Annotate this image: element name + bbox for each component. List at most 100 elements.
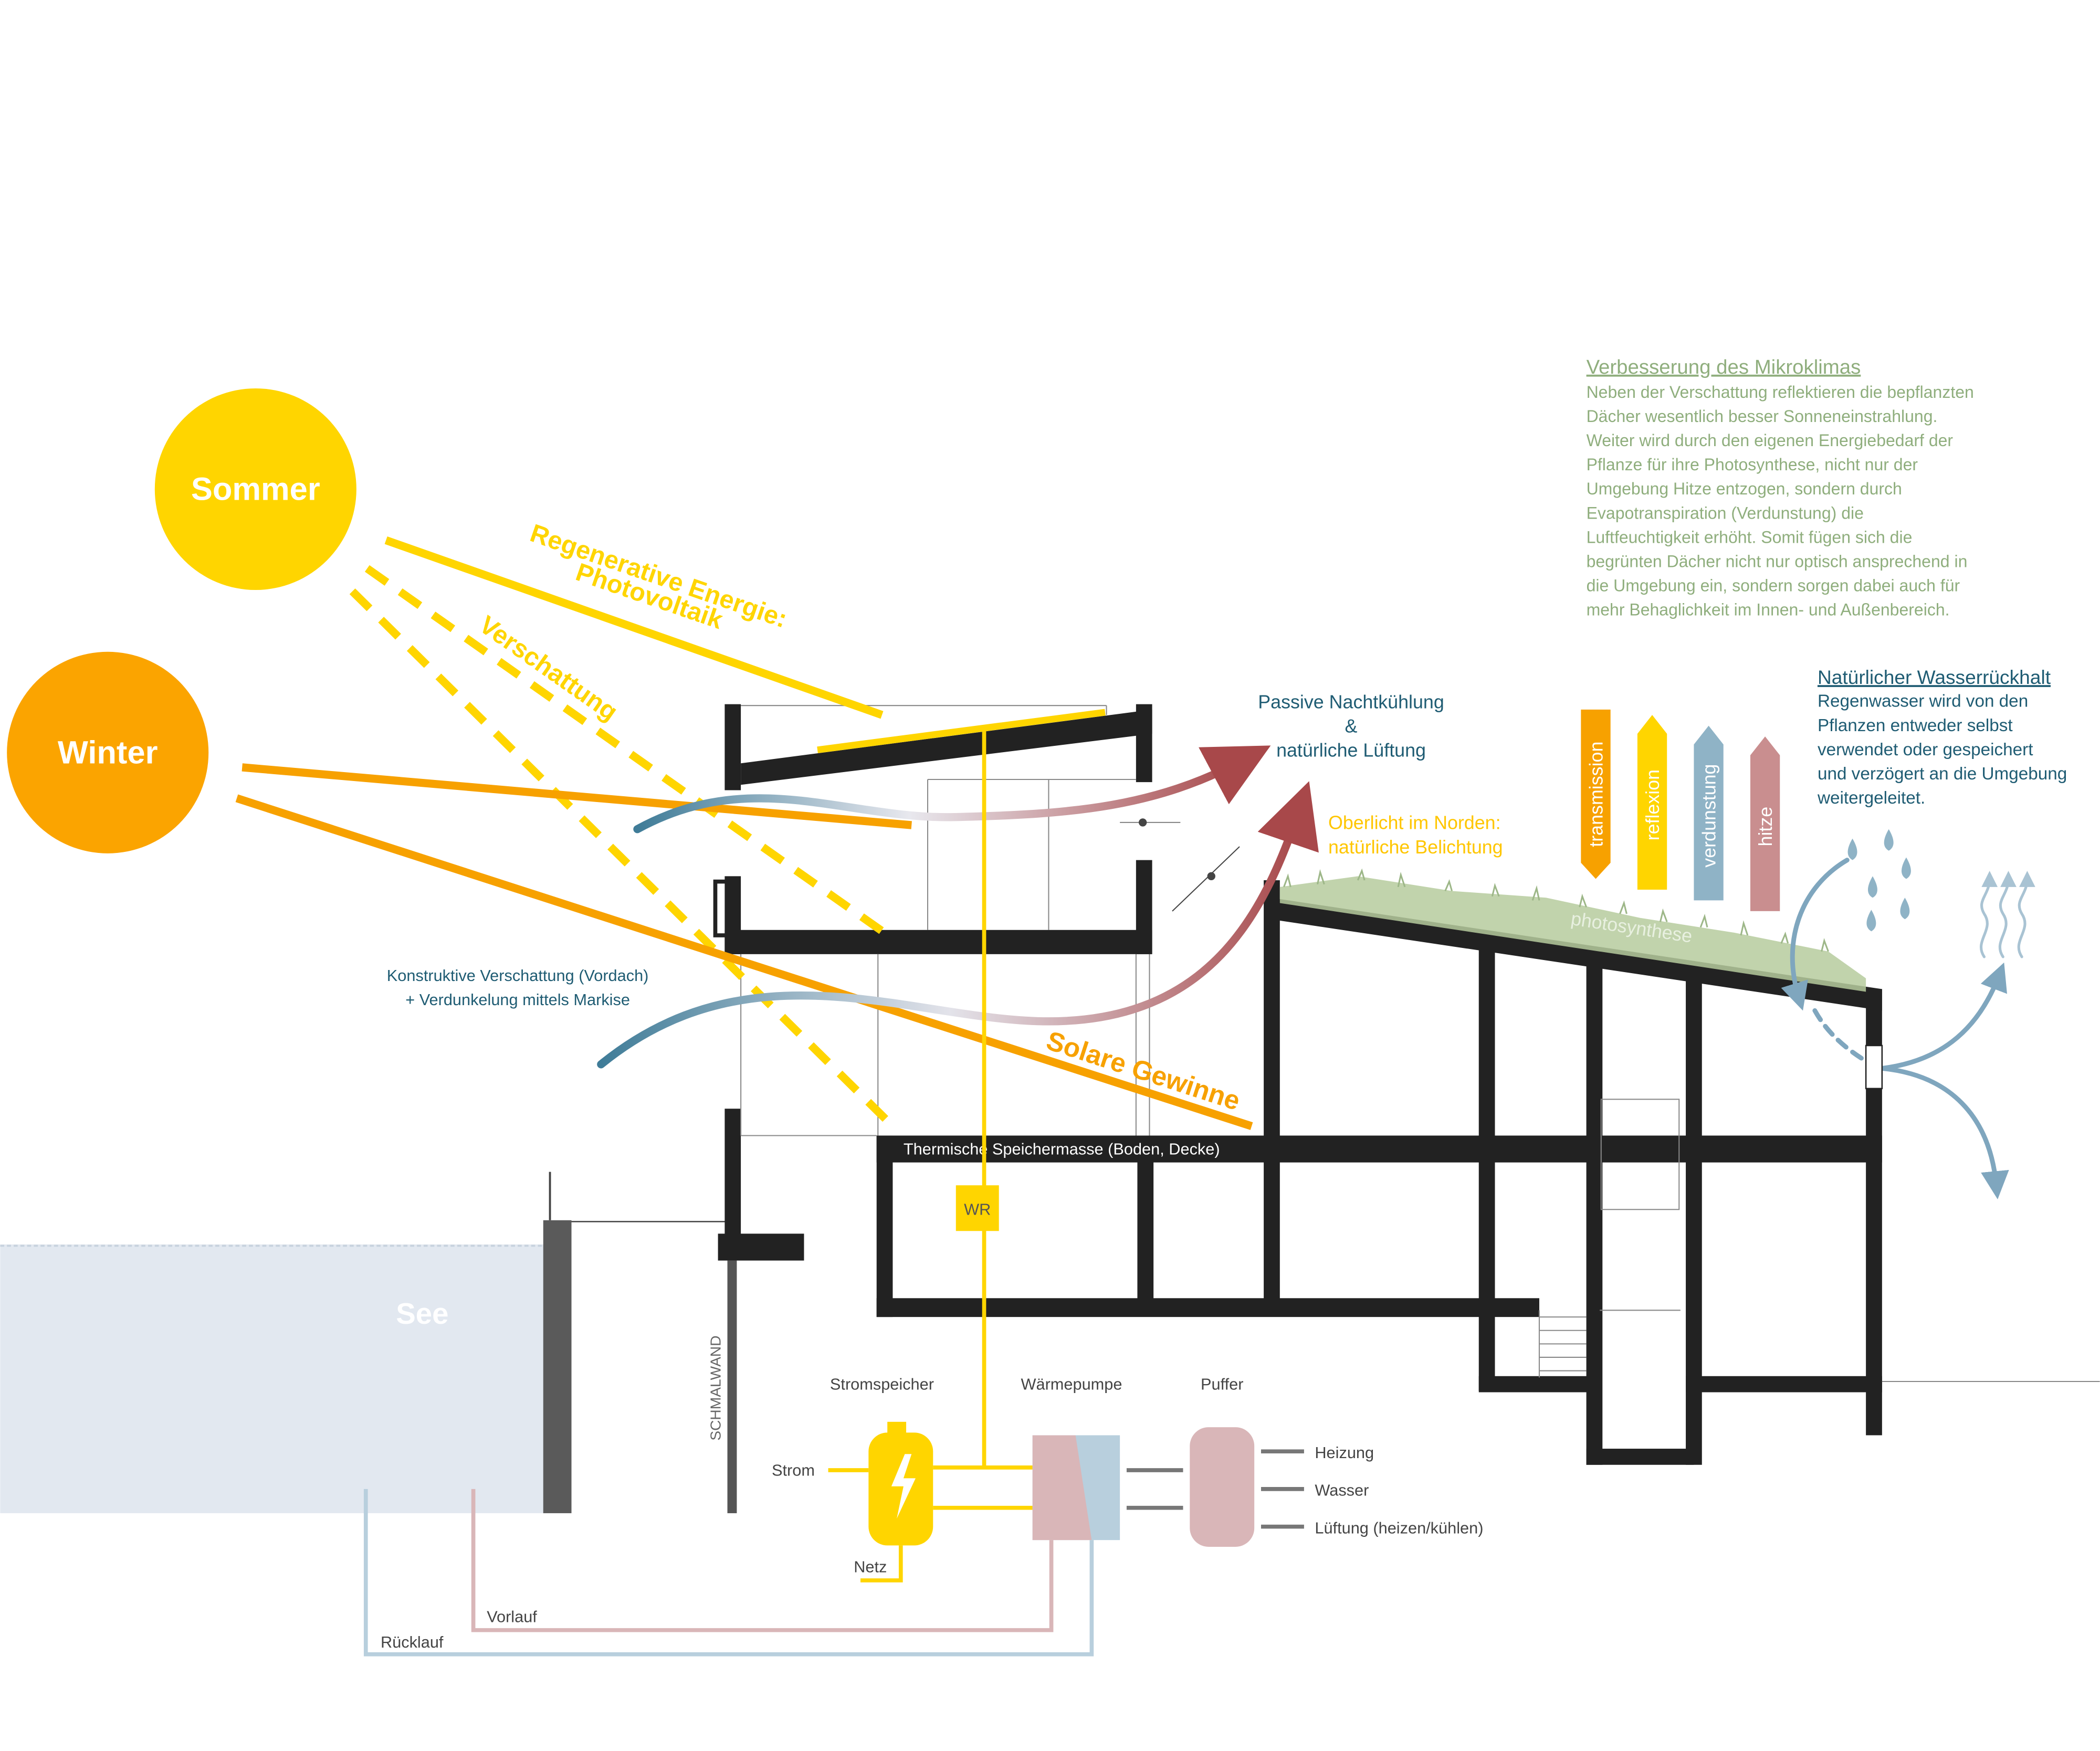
night-cooling-label: Passive Nachtkühlung & natürliche Lüftun…	[1258, 691, 1444, 761]
solar-gain-ray	[235, 794, 1253, 1130]
microclimate-line: die Umgebung ein, sondern sorgen dabei a…	[1587, 576, 1960, 595]
sun-summer-label: Sommer	[191, 471, 320, 507]
microclimate-line: mehr Behaglichkeit im Innen- und Außenbe…	[1587, 600, 1950, 619]
night-cooling-flow-lower	[597, 781, 1319, 1069]
grid-label: Netz	[854, 1558, 887, 1576]
shading-label: Verschattung	[474, 610, 623, 726]
shading-ray-2	[349, 588, 893, 1126]
lake-label: See	[396, 1297, 448, 1330]
wall-left-upper	[724, 704, 741, 790]
microclimate-text: Verbesserung des Mikroklimas Neben der V…	[1587, 356, 1974, 619]
right-bldg-pillar-2	[1686, 974, 1702, 1143]
quay-wall	[543, 1220, 572, 1513]
roof-arrow-label: reflexion	[1642, 769, 1663, 840]
inverter-label: WR	[964, 1200, 991, 1219]
back-right-floor	[1686, 1376, 1882, 1393]
svg-text:natürliche Belichtung: natürliche Belichtung	[1328, 837, 1503, 858]
roof-arrow-hitze	[1750, 736, 1780, 911]
water-retention-line: weitergeleitet.	[1817, 788, 1925, 808]
sun-summer	[154, 388, 356, 590]
shaft-left-wall	[1586, 954, 1603, 1465]
wall-left-lower	[724, 1109, 741, 1243]
basement-left-wall	[876, 1135, 893, 1317]
foundation-step	[718, 1233, 804, 1261]
return-label: Rücklauf	[381, 1633, 444, 1651]
basement-pillar-1	[1137, 1155, 1154, 1311]
roof-arrow-label: transmission	[1586, 742, 1606, 847]
water-retention-line: Regenwasser wird von den	[1818, 692, 2028, 711]
sheet-pile-label: SCHMALWAND	[708, 1335, 724, 1440]
output-ventilation-label: Lüftung (heizen/kühlen)	[1315, 1518, 1483, 1537]
sun-winter-label: Winter	[58, 734, 158, 771]
energy-system: WR Stromspeicher Strom Netz Wärmepumpe P…	[363, 725, 1483, 1657]
green-roof-vegetation	[1279, 876, 1866, 992]
return-pipe	[363, 1489, 1094, 1657]
summer-rays	[349, 536, 1106, 1126]
skylight-label: Oberlicht im Norden: natürliche Belichtu…	[1328, 813, 1503, 858]
supply-pipe	[471, 1489, 1054, 1632]
svg-text:Oberlicht im Norden:: Oberlicht im Norden:	[1328, 813, 1501, 834]
microclimate-line: Evapotranspiration (Verdunstung) die	[1587, 503, 1864, 522]
power-label: Strom	[772, 1461, 815, 1479]
lower-storey-wall-a	[1478, 1155, 1495, 1391]
pv-ray	[384, 536, 884, 719]
right-bldg-back-wall-upper	[1866, 989, 1882, 1046]
pv-label-line1: Regenerative Energie:	[527, 519, 791, 634]
roof-arrow-transmission	[1581, 709, 1611, 879]
output-water-label: Wasser	[1315, 1481, 1369, 1500]
right-bldg-pillar-1	[1478, 941, 1495, 1143]
svg-text:natürliche Lüftung: natürliche Lüftung	[1276, 740, 1426, 761]
sheet-pile-wall	[727, 1260, 737, 1513]
output-heating-label: Heizung	[1315, 1443, 1374, 1462]
roof-arrow-verdunstung	[1694, 725, 1724, 901]
lower-storey-floor	[1478, 1376, 1594, 1393]
buffer-label: Puffer	[1201, 1375, 1243, 1393]
lake-water	[0, 1244, 552, 1513]
basement-floor	[876, 1298, 1539, 1317]
buffer-tank	[1190, 1427, 1255, 1547]
rain-drops	[1847, 829, 1911, 932]
svg-text:&: &	[1345, 715, 1358, 736]
construction-lines	[740, 705, 2100, 1383]
window-frame-small	[713, 879, 731, 937]
inverter-box	[956, 1185, 999, 1231]
water-retention-text: Natürlicher Wasserrückhalt Regenwasser w…	[1817, 666, 2067, 808]
winter-rays	[235, 763, 1253, 1130]
mid-floor-slab	[724, 930, 1152, 954]
canopy-label: Konstruktive Verschattung (Vordach) + Ve…	[387, 966, 649, 1009]
shading-ray-1	[364, 565, 892, 940]
winter-ray-1	[242, 763, 912, 829]
building-section	[713, 704, 1882, 1465]
vent-hinge-2	[1207, 872, 1215, 881]
heat-pump-icon	[1032, 1435, 1120, 1541]
water-retention-arrows	[1781, 858, 2009, 1199]
battery-icon	[868, 1421, 933, 1546]
right-bldg-front-wall	[1264, 880, 1280, 1149]
thermal-mass-label: Thermische Speichermasse (Boden, Decke)	[904, 1140, 1220, 1158]
sun-winter	[7, 651, 209, 853]
grass-texture	[1283, 868, 1829, 952]
microclimate-line: Dächer wesentlich besser Sonneneinstrahl…	[1587, 407, 1938, 426]
basement-pillar-2	[1264, 1155, 1280, 1311]
shaft-right-wall	[1686, 1155, 1702, 1465]
wall-right-upper	[1136, 704, 1152, 783]
microclimate-title: Verbesserung des Mikroklimas	[1587, 356, 1861, 378]
night-cooling-flow-upper	[633, 745, 1271, 834]
microclimate-line: begrünten Dächer nicht nur optisch anspr…	[1587, 552, 1968, 571]
water-retention-line: verwendet oder gespeichert	[1818, 740, 2033, 760]
green-roof-slab	[1270, 898, 1882, 1011]
roof-arrow-reflexion	[1637, 715, 1667, 890]
microclimate-line: Umgebung Hitze entzogen, sondern durch	[1587, 479, 1902, 498]
microclimate-line: Luftfeuchtigkeit erhöht. Somit fügen sic…	[1587, 528, 1913, 546]
heat-pump-label: Wärmepumpe	[1021, 1375, 1122, 1393]
svg-text:Konstruktive Verschattung (Vor: Konstruktive Verschattung (Vordach)	[387, 966, 649, 985]
microclimate-line: Neben der Verschattung reflektieren die …	[1587, 383, 1974, 402]
upper-roof-slab	[741, 709, 1152, 785]
supply-label: Vorlauf	[487, 1607, 537, 1626]
roof-arrow-label: verdunstung	[1698, 764, 1719, 868]
water-retention-line: und verzögert an die Umgebung	[1818, 764, 2067, 784]
svg-text:Passive Nachtkühlung: Passive Nachtkühlung	[1258, 691, 1444, 712]
